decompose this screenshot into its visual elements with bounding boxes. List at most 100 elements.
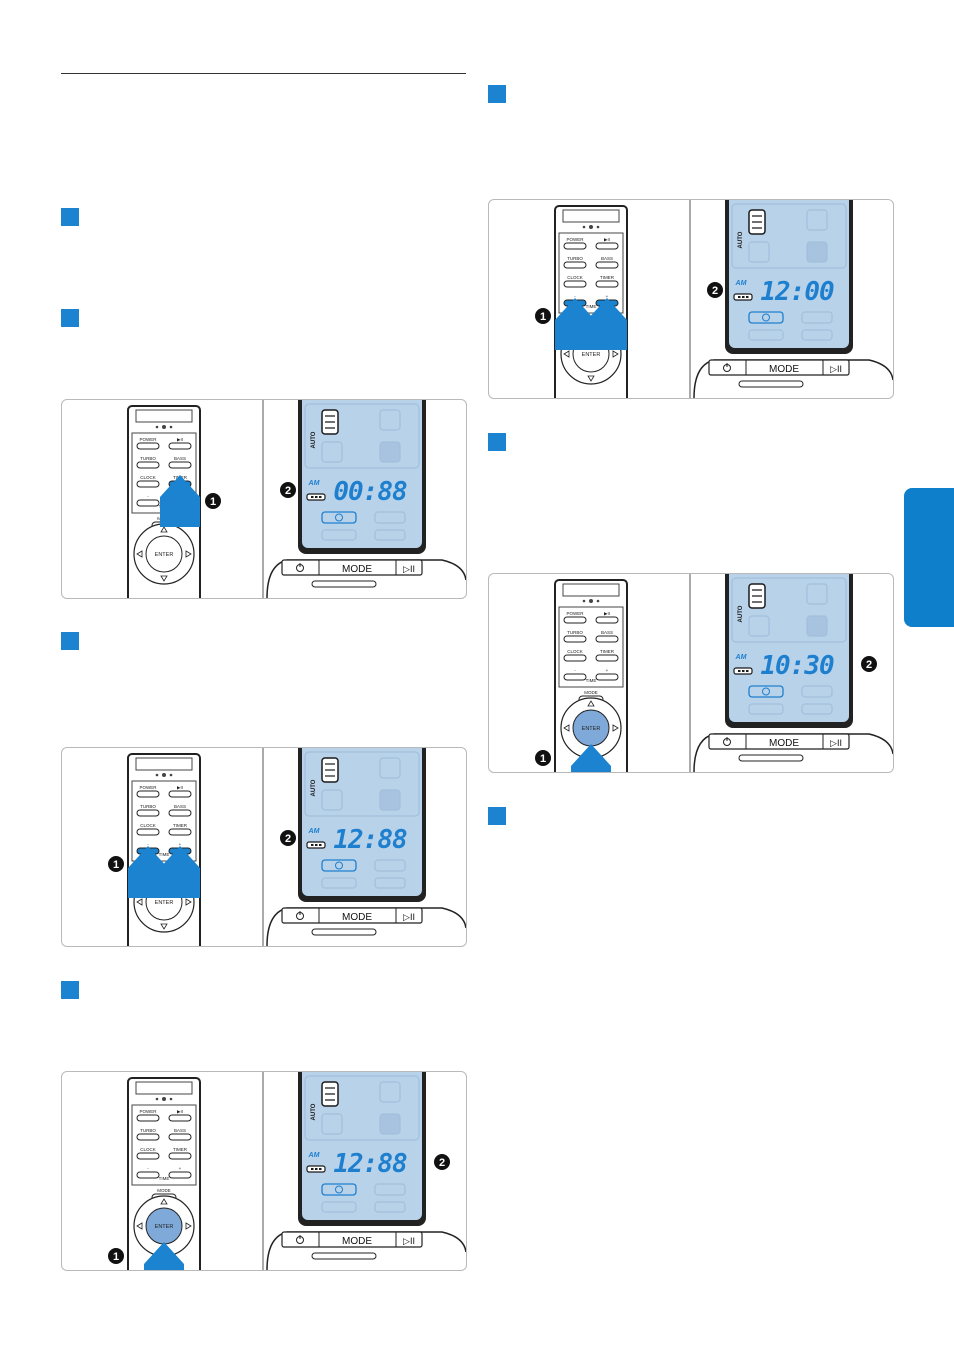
mode-icon-faint — [321, 789, 343, 811]
lcd-auto-label: AUTO — [738, 605, 744, 622]
remote-power-label: POWER — [139, 437, 157, 442]
press-arrow-enter — [144, 1242, 184, 1270]
dpad-up-icon — [160, 1198, 168, 1205]
callout-1: 1 — [535, 750, 551, 766]
remote-bass-button — [168, 461, 192, 469]
dpad-right-icon — [612, 724, 619, 732]
lcd-time-display: 12:00 — [760, 277, 834, 307]
base-mode-label: MODE — [342, 564, 372, 575]
remote-power-button — [563, 242, 587, 250]
lcd-mode-frame — [304, 1075, 420, 1141]
base-button-row — [281, 1231, 423, 1248]
lcd-screen — [302, 748, 422, 896]
remote-play-label: ▶II — [177, 437, 183, 442]
remote-time-label: TIME — [586, 678, 597, 683]
step-marker-7 — [488, 807, 506, 825]
base-mode-label: MODE — [769, 738, 799, 749]
remote-timer-label: TIMER — [600, 275, 615, 280]
remote-turbo-label: TURBO — [140, 804, 156, 809]
callout-1: 1 — [108, 1248, 124, 1264]
mode-icon-faint — [806, 209, 828, 231]
remote-power-label: POWER — [139, 785, 157, 790]
remote-minus-label: - — [147, 494, 149, 499]
remote-timer-button — [595, 654, 619, 662]
remote-time-label: TIME — [159, 852, 170, 857]
dpad-down-icon — [160, 923, 168, 930]
lcd-screen — [729, 574, 849, 722]
mode-icon-faint — [806, 583, 828, 605]
clock-icon — [335, 513, 343, 522]
step-marker-2 — [61, 309, 79, 327]
remote-plus-label: + — [179, 1166, 182, 1171]
dpad-left-icon — [563, 724, 570, 732]
lcd-mode-frame — [731, 577, 847, 643]
panel-drawing: POWER▶IITURBOBASSCLOCKTIMER-+TIMEMODEENT… — [127, 400, 466, 598]
remote-mode-label: MODE — [157, 1188, 171, 1193]
info-indicator-faint — [321, 1201, 357, 1213]
remote-dot — [169, 425, 173, 429]
callout-2-label: 2 — [285, 833, 291, 845]
lcd-am-label: AM — [308, 828, 320, 835]
remote-play-label: ▶II — [177, 785, 183, 790]
remote-dot — [596, 599, 600, 603]
remote-clock-label: CLOCK — [140, 475, 156, 480]
remote-power-label: POWER — [566, 237, 584, 242]
remote-play-button — [168, 1114, 192, 1122]
mode-icon-faint — [748, 241, 770, 263]
base-slot — [311, 580, 377, 588]
remote-clock-label: CLOCK — [567, 649, 583, 654]
timer-indicator — [321, 1183, 357, 1196]
timer-indicator — [321, 859, 357, 872]
button-block — [558, 606, 624, 688]
illustration-panel-b: POWER▶IITURBOBASSCLOCKTIMER-+TIMEMODEENT… — [61, 747, 467, 947]
mode-icon-faint — [748, 615, 770, 637]
remote-turbo-label: TURBO — [567, 630, 583, 635]
remote-clock-button — [563, 280, 587, 288]
remote-bass-label: BASS — [174, 804, 186, 809]
turbo-indicator-faint — [801, 703, 833, 715]
remote-bass-label: BASS — [174, 456, 186, 461]
ir-window — [135, 409, 193, 423]
remote-power-button — [136, 1114, 160, 1122]
remote-bass-label: BASS — [601, 630, 613, 635]
lcd-am-label: AM — [308, 480, 320, 487]
callout-2-label: 2 — [285, 485, 291, 497]
remote-play-button — [168, 442, 192, 450]
press-arrow — [160, 475, 200, 527]
base-button-row — [281, 559, 423, 576]
callout-1-label: 1 — [540, 311, 546, 323]
dpad-left-icon — [136, 1222, 143, 1230]
base-mode-label: MODE — [342, 1236, 372, 1247]
enter-label: ENTER — [582, 352, 601, 358]
base-play-pause-label: ▷II — [403, 912, 415, 922]
remote-minus-label: - — [147, 842, 149, 847]
remote-power-label: POWER — [139, 1109, 157, 1114]
lcd-mode-frame — [304, 751, 420, 817]
lcd-mode-frame — [731, 203, 847, 269]
press-arrow-enter — [571, 744, 611, 772]
callout-1-label: 1 — [210, 496, 216, 508]
remote-plus-label: + — [606, 668, 609, 673]
remote-dot — [169, 773, 173, 777]
mode-icon-faint — [379, 789, 401, 811]
info-indicator-faint — [321, 877, 357, 889]
remote-minus-label: - — [574, 668, 576, 673]
remote-clock-button — [563, 654, 587, 662]
clock-icon — [335, 1185, 343, 1194]
remote-minus-button — [136, 499, 160, 507]
clock-icon — [335, 861, 343, 870]
play-indicator-faint — [374, 511, 406, 524]
press-arrow-plus — [587, 298, 627, 350]
remote-turbo-label: TURBO — [140, 456, 156, 461]
remote-dot — [155, 425, 159, 429]
callout-2: 2 — [707, 282, 723, 298]
callout-2: 2 — [861, 656, 877, 672]
lcd-auto-label: AUTO — [738, 231, 744, 248]
remote-clock-label: CLOCK — [140, 1147, 156, 1152]
